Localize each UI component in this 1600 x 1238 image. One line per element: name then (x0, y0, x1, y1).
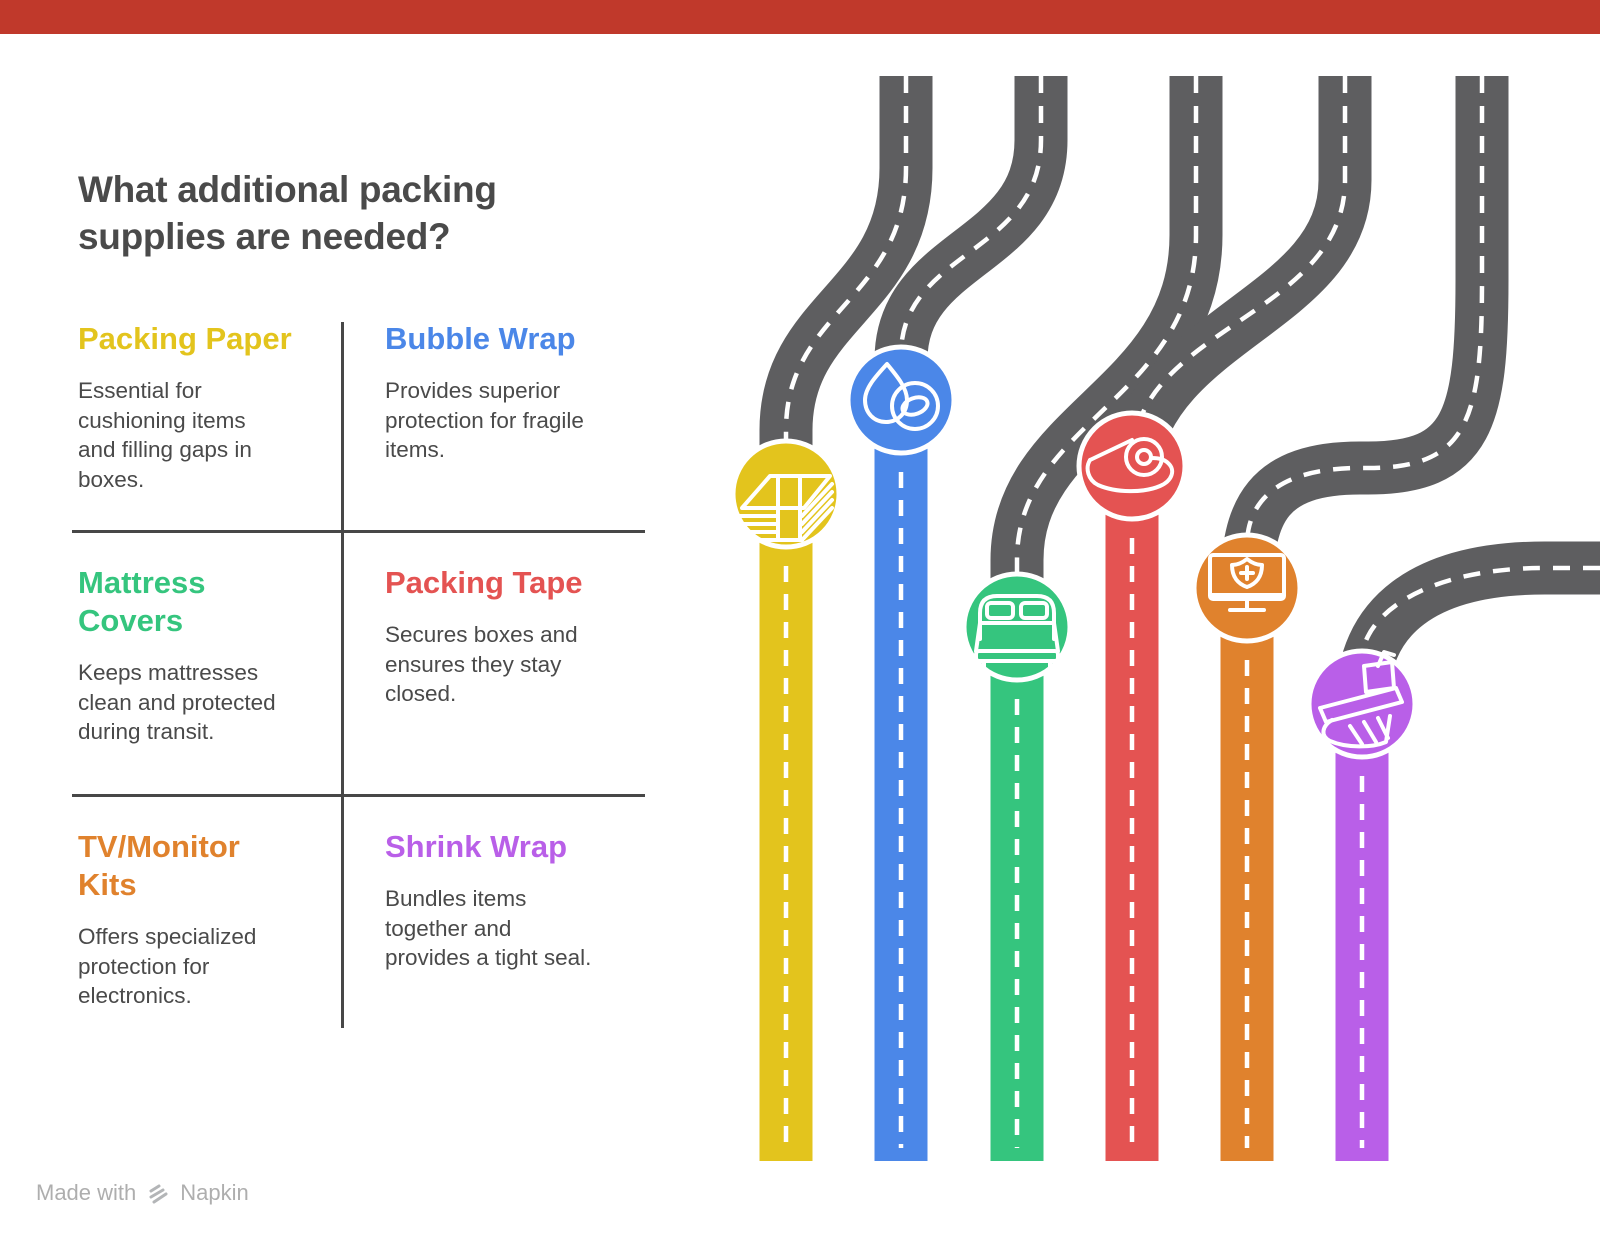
supply-cell-mattress-covers: Mattress Covers Keeps mattresses clean a… (78, 564, 323, 747)
supply-cell-shrink-wrap: Shrink Wrap Bundles items together and p… (385, 828, 630, 973)
grid-divider-horizontal-1 (72, 530, 645, 533)
supply-description: Keeps mattresses clean and protected dur… (78, 660, 276, 744)
road-to-packing-tape (1105, 76, 1372, 472)
gray-roads (759, 76, 1600, 705)
footer-made-with-text: Made with (36, 1180, 137, 1205)
badge-mattress-covers (961, 571, 1073, 683)
made-with-napkin-footer: Made with Napkin (36, 1180, 249, 1206)
supply-heading: TV/Monitor Kits (78, 829, 240, 902)
supply-description: Provides superior protection for fragile… (385, 378, 584, 462)
supply-cell-packing-tape: Packing Tape Secures boxes and ensures t… (385, 564, 630, 709)
supply-heading: Bubble Wrap (385, 321, 576, 356)
colored-lanes (759, 400, 1389, 1161)
road-centerline (783, 76, 909, 455)
monitor-shield-icon (1208, 553, 1286, 612)
supply-heading: Packing Paper (78, 321, 292, 356)
page-title: What additional packing supplies are nee… (78, 169, 497, 257)
top-accent-bar (0, 0, 1600, 34)
supply-description: Secures boxes and ensures they stay clos… (385, 622, 578, 706)
grid-divider-horizontal-2 (72, 794, 645, 797)
footer-brand-text: Napkin (180, 1180, 249, 1205)
paper-stack-icon (738, 474, 834, 542)
mattress-icon (974, 594, 1060, 670)
road-centerline (1131, 76, 1348, 441)
badge-packing-tape (1076, 410, 1188, 522)
road-centerline (898, 76, 1044, 356)
shrink-wrap-icon (1318, 650, 1404, 749)
supply-heading: Packing Tape (385, 565, 583, 600)
road-to-mattress-covers (990, 76, 1223, 627)
supply-cell-bubble-wrap: Bubble Wrap Provides superior protection… (385, 320, 630, 465)
supply-heading: Mattress Covers (78, 565, 206, 638)
road-centerline (1359, 565, 1600, 661)
napkin-logo-icon (149, 1184, 168, 1204)
supply-heading: Shrink Wrap (385, 829, 568, 864)
road-centerline (1244, 76, 1485, 546)
supply-description: Bundles items together and provides a ti… (385, 886, 592, 970)
supply-description: Offers specialized protection for electr… (78, 924, 257, 1008)
bubble-wrap-icon (863, 362, 940, 431)
supply-description: Essential for cushioning items and filli… (78, 378, 252, 492)
supply-cell-tv-monitor-kits: TV/Monitor Kits Offers specialized prote… (78, 828, 323, 1011)
supply-cell-packing-paper: Packing Paper Essential for cushioning i… (78, 320, 323, 494)
grid-divider-vertical (341, 322, 344, 1028)
tape-dispenser-icon (1085, 437, 1175, 494)
